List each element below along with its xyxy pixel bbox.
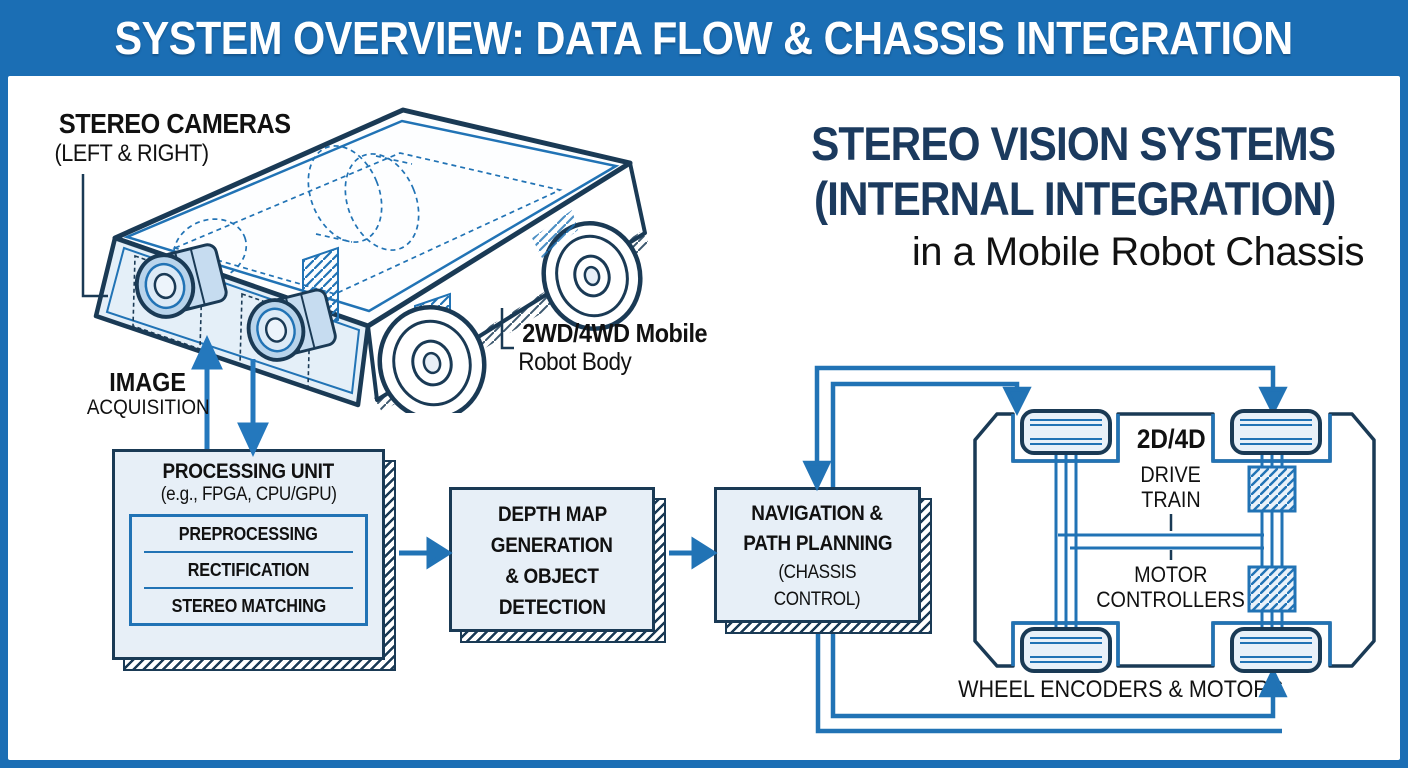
step-stereo-matching: STEREO MATCHING xyxy=(171,596,326,616)
main-title-line2: (INTERNAL INTEGRATION) xyxy=(813,172,1336,225)
step-divider xyxy=(144,551,353,553)
depth-map-box: DEPTH MAP GENERATION & OBJECT DETECTION xyxy=(449,487,655,632)
wheel-encoders-label: WHEEL ENCODERS & MOTORS xyxy=(958,676,1284,703)
drive-type-label: 2D/4D xyxy=(1136,424,1206,454)
image-acquisition-label: IMAGE ACQUISITION xyxy=(86,367,210,419)
page-title: SYSTEM OVERVIEW: DATA FLOW & CHASSIS INT… xyxy=(114,12,1294,64)
header-bar: SYSTEM OVERVIEW: DATA FLOW & CHASSIS INT… xyxy=(0,0,1408,76)
main-title: STEREO VISION SYSTEMS (INTERNAL INTEGRAT… xyxy=(644,116,1365,278)
processing-steps-box: PREPROCESSING RECTIFICATION STEREO MATCH… xyxy=(129,514,368,626)
stereo-cameras-label: STEREO CAMERAS (LEFT & RIGHT) xyxy=(54,108,291,167)
step-divider xyxy=(144,587,353,589)
robot-body-label: 2WD/4WD Mobile Robot Body xyxy=(518,318,708,376)
main-title-line1: STEREO VISION SYSTEMS xyxy=(810,117,1336,170)
processing-unit-title: PROCESSING UNIT xyxy=(162,460,335,483)
drive-train-label: DRIVE TRAIN xyxy=(1140,462,1202,512)
step-rectification: RECTIFICATION xyxy=(187,560,310,580)
processing-unit-subtitle: (e.g., FPGA, CPU/GPU) xyxy=(160,484,337,505)
processing-unit-box: PROCESSING UNIT (e.g., FPGA, CPU/GPU) PR… xyxy=(112,449,385,660)
motor-controllers-label: MOTOR CONTROLLERS xyxy=(1096,562,1246,612)
navigation-box: NAVIGATION & PATH PLANNING (CHASSIS CONT… xyxy=(714,487,921,623)
main-title-line3: in a Mobile Robot Chassis xyxy=(911,230,1365,274)
step-preprocessing: PREPROCESSING xyxy=(179,524,318,544)
